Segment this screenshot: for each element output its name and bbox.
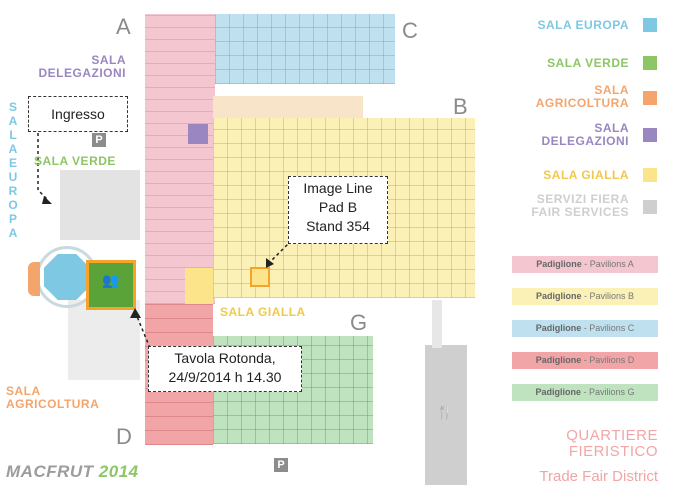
hall-letter-c: C <box>402 18 418 43</box>
tavola-arrowhead <box>130 308 141 318</box>
label-sala-agricoltura: SALA AGRICOLTURA <box>6 384 100 411</box>
legend-servizi-fiera: SERVIZI FIERA FAIR SERVICES <box>531 192 629 219</box>
legend-sala-gialla: SALA GIALLA <box>543 168 629 182</box>
district-caption-en: Trade Fair District <box>539 468 658 485</box>
legend: SALA EUROPA SALA VERDE SALA AGRICOLTURA … <box>500 0 677 500</box>
ingresso-arrowhead <box>42 196 52 204</box>
pavilion-bar-c-suffix: - Pavilions C <box>581 323 635 333</box>
logo-name: MACFRUT <box>6 462 94 481</box>
meeting-icon: 👥 <box>102 272 120 288</box>
parking-marker-top: P <box>92 133 106 147</box>
district-caption-it: QUARTIERE FIERISTICO <box>566 427 658 460</box>
label-sala-verde: SALA VERDE <box>34 154 116 168</box>
corridor <box>213 96 363 118</box>
callout-image-line: Image Line Pad B Stand 354 <box>288 176 388 244</box>
pavilion-bar-a-suffix: - Pavilions A <box>581 259 634 269</box>
macfrut-logo: MACFRUT 2014 <box>6 462 139 482</box>
hall-letter-b: B <box>453 94 468 119</box>
pavilion-bar-c-name: Padiglione <box>535 323 582 333</box>
entrance-complex <box>60 170 140 240</box>
pavilion-bar-a-name: Padiglione <box>536 259 582 269</box>
restaurant-icon: 🍴 <box>436 404 454 420</box>
legend-swatch-agricoltura <box>643 91 657 105</box>
pavilion-bar-b-suffix: - Pavilions B <box>581 291 635 301</box>
legend-swatch-verde <box>643 56 657 70</box>
sala-delegazioni-room[interactable] <box>188 124 208 144</box>
services-connector <box>432 300 442 348</box>
pavilion-bar-g-suffix: - Pavilions G <box>580 387 635 397</box>
entrance-complex-lower <box>68 300 140 380</box>
pavilion-bar-g-name: Padiglione <box>535 387 581 397</box>
label-sala-gialla: SALA GIALLA <box>220 305 306 319</box>
callout-tavola-rotonda: Tavola Rotonda, 24/9/2014 h 14.30 <box>148 346 302 392</box>
legend-sala-agricoltura: SALA AGRICOLTURA <box>535 83 629 110</box>
sala-agricoltura-room[interactable] <box>28 262 40 296</box>
image-line-stand[interactable] <box>250 267 270 287</box>
legend-sala-delegazioni: SALA DELEGAZIONI <box>541 121 629 148</box>
legend-swatch-gialla <box>643 168 657 182</box>
pavilion-bar-c: Padiglione - Pavilions C <box>512 320 658 337</box>
callout-ingresso: Ingresso <box>28 96 128 132</box>
pavilion-bar-d: Padiglione - Pavilions D <box>512 352 658 369</box>
sala-verde-room[interactable] <box>86 260 136 310</box>
pavilion-bar-d-suffix: - Pavilions D <box>581 355 635 365</box>
fair-map: 🍴 👥 P P A C B G D SALA DELEGAZIONI SALA … <box>6 14 475 485</box>
pavilion-a[interactable] <box>145 14 215 304</box>
label-sala-europa-vertical: SALA EUROPA <box>8 100 18 240</box>
pavilion-bar-b-name: Padiglione <box>535 291 582 301</box>
hall-letter-d: D <box>116 424 132 449</box>
hall-letter-a: A <box>116 14 131 39</box>
legend-sala-europa: SALA EUROPA <box>537 18 629 32</box>
legend-sala-verde: SALA VERDE <box>547 56 629 70</box>
label-sala-delegazioni: SALA DELEGAZIONI <box>38 53 126 80</box>
pavilion-bar-d-name: Padiglione <box>535 355 582 365</box>
sala-gialla-room[interactable] <box>185 268 213 304</box>
legend-swatch-delegazioni <box>643 128 657 142</box>
legend-swatch-europa <box>643 18 657 32</box>
tavola-arrow <box>135 313 151 349</box>
services-building[interactable] <box>425 345 467 485</box>
image-line-arrowhead <box>266 258 274 268</box>
legend-swatch-servizi <box>643 200 657 214</box>
pavilion-bar-b: Padiglione - Pavilions B <box>512 288 658 305</box>
logo-year: 2014 <box>98 462 139 481</box>
hall-letter-g: G <box>350 310 368 335</box>
parking-marker-bottom: P <box>274 458 288 472</box>
pavilion-bar-a: Padiglione - Pavilions A <box>512 256 658 273</box>
pavilion-c[interactable] <box>215 14 395 84</box>
pavilion-bar-g: Padiglione - Pavilions G <box>512 384 658 401</box>
